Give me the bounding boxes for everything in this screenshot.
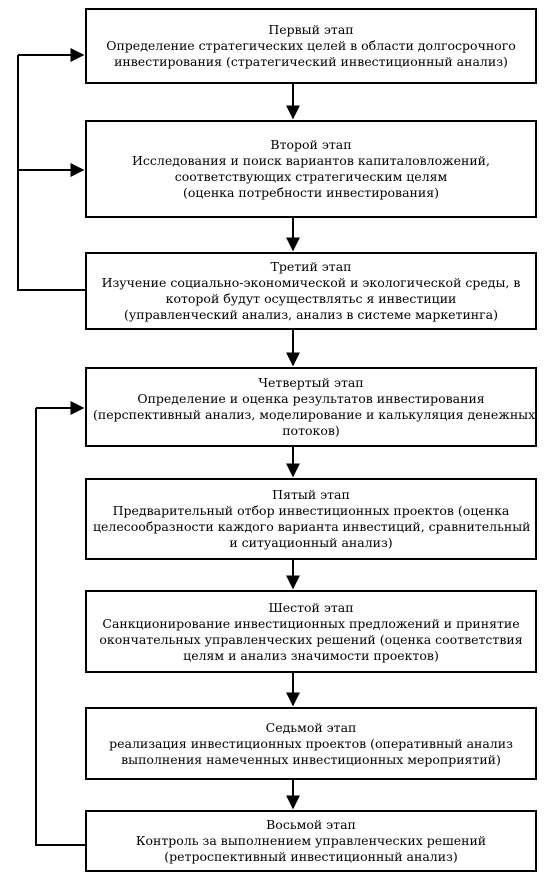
stage-text-line: (оценка потребности инвестирования): [183, 185, 439, 200]
feedback-loop-lower: [35, 408, 85, 846]
stage-text-line: которой будут осуществлятьс я инвестиции: [165, 291, 457, 306]
stage-text-line: Определение стратегических целей в облас…: [106, 38, 516, 53]
stage-text-line: целесообразности каждого варианта инвест…: [93, 519, 531, 534]
stage-box-2: Второй этап Исследования и поиск вариант…: [85, 120, 537, 218]
stage-box-4: Четвертый этап Определение и оценка резу…: [85, 367, 537, 447]
stage-text-line: (управленческий анализ, анализ в системе…: [124, 307, 498, 322]
stage-text-line: Контроль за выполнением управленческих р…: [135, 833, 487, 848]
stage-text-line: Санкционирование инвестиционных предложе…: [102, 615, 520, 631]
stage-box-3: Третий этап Изучение социально-экономиче…: [85, 252, 537, 330]
stage-box-1: Первый этап Определение стратегических ц…: [85, 8, 537, 84]
stage-title: Седьмой этап: [265, 719, 357, 735]
stage-text-line: (ретроспективный инвестиционный анализ): [164, 849, 458, 864]
stage-box-5: Пятый этап Предварительный отбор инвести…: [85, 478, 537, 560]
stage-text-line: инвестирования (стратегический инвестици…: [114, 54, 508, 69]
stage-title: Восьмой этап: [266, 817, 356, 832]
feedback-loop-upper: [17, 55, 85, 291]
stage-text-line: Изучение социально-экономической и эколо…: [101, 275, 521, 290]
stage-text-line: (перспективный анализ, моделирование и к…: [93, 407, 536, 422]
stage-title: Четвертый этап: [258, 375, 364, 390]
stage-text-line: выполнения намеченных инвестиционных мер…: [121, 751, 501, 767]
stage-title: Шестой этап: [268, 599, 354, 615]
stage-title: Третий этап: [270, 259, 352, 274]
stage-title: Пятый этап: [272, 487, 350, 502]
stage-text-line: реализация инвестиционных проектов (опер…: [109, 735, 513, 751]
stage-title: Второй этап: [270, 137, 352, 152]
stage-text-line: окончательных управленческих решений (оц…: [99, 631, 523, 647]
stage-box-8: Восьмой этап Контроль за выполнением упр…: [85, 810, 537, 872]
stage-text-line: и ситуационный анализ): [229, 535, 393, 550]
stage-text-line: Предварительный отбор инвестиционных про…: [112, 503, 510, 518]
stage-text-line: Исследования и поиск вариантов капиталов…: [132, 153, 490, 168]
stage-text-line: соответствующих стратегическим целям: [174, 169, 448, 184]
stage-box-7: Седьмой этап реализация инвестиционных п…: [85, 707, 537, 780]
stage-box-6: Шестой этап Санкционирование инвестицион…: [85, 590, 537, 673]
stage-title: Первый этап: [268, 22, 354, 37]
stage-text-line: потоков): [282, 423, 340, 438]
stage-text-line: целям и анализ значимости проектов): [183, 647, 439, 663]
stage-text-line: Определение и оценка результатов инвести…: [137, 391, 485, 406]
